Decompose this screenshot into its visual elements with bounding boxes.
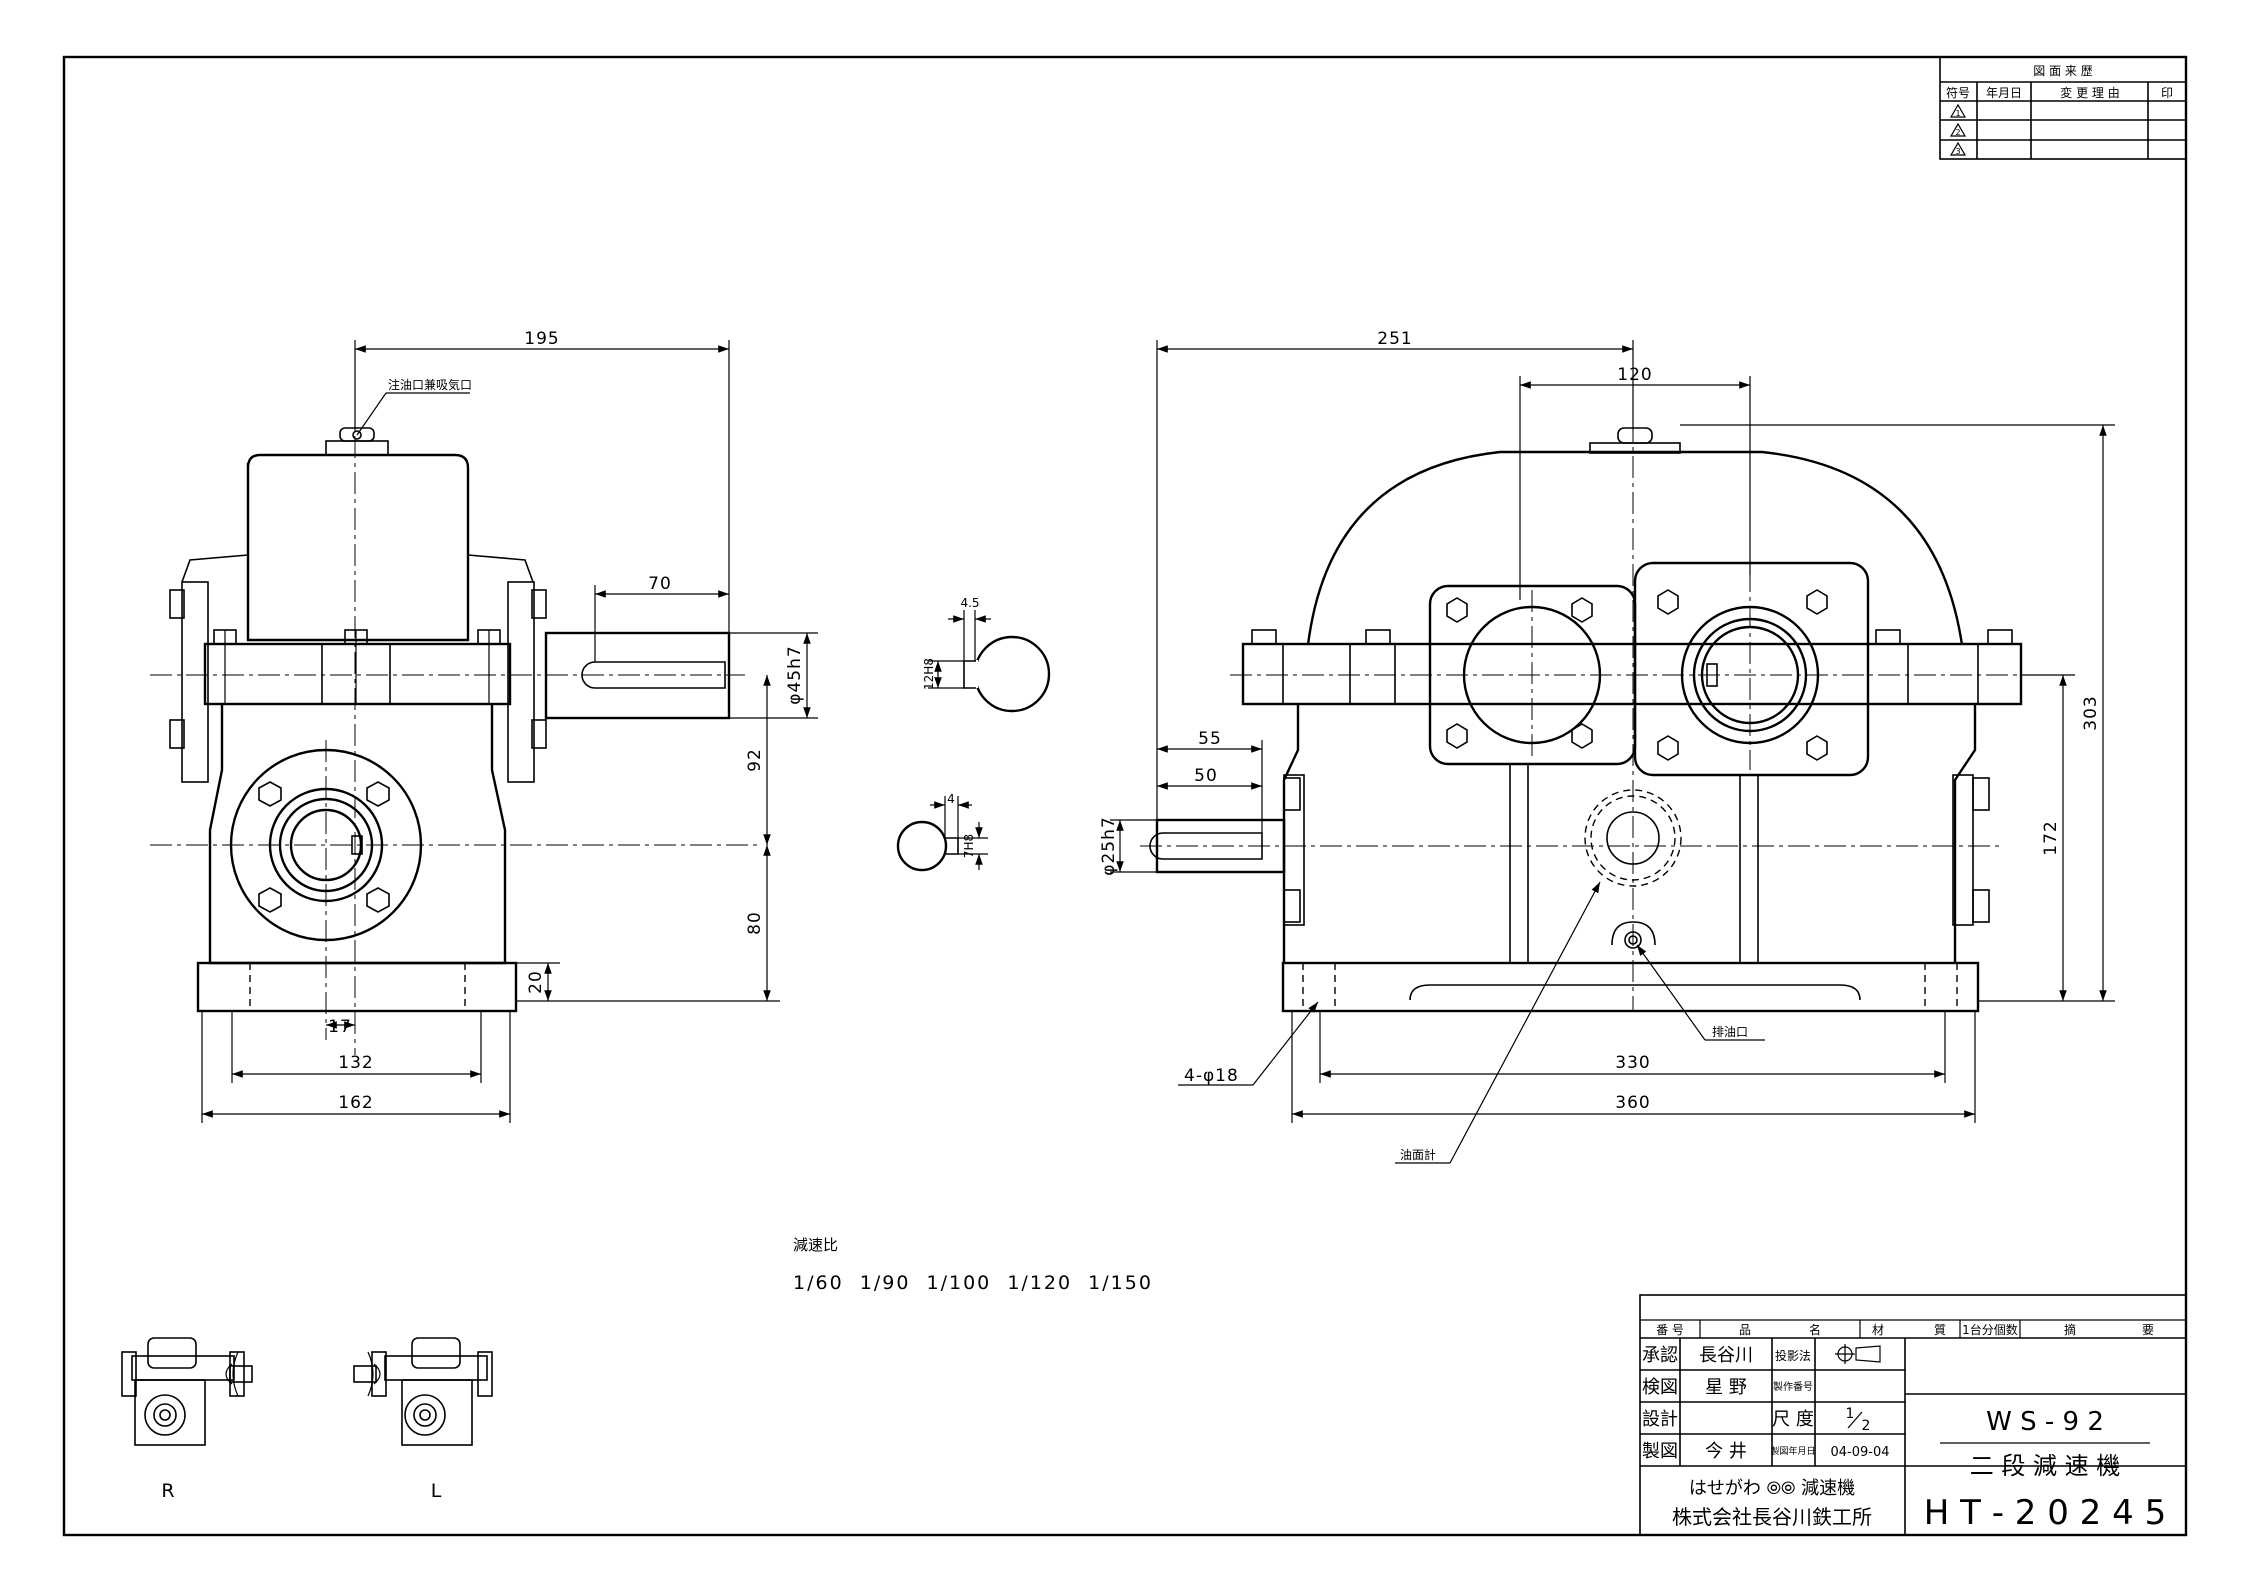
company-name: 株式会社長谷川鉄工所 [1672, 1505, 1872, 1529]
label-projection: 投影法 [1775, 1348, 1811, 1363]
parts-header-note-1: 摘 [2064, 1322, 2076, 1337]
dim-55: 55 [1198, 729, 1222, 749]
drawing-frame [62, 55, 2188, 1537]
dim-132: 132 [338, 1053, 373, 1073]
revision-header-date: 年月日 [1986, 86, 2022, 100]
side-view [1140, 420, 2035, 1013]
parts-header-material-1: 材 [1872, 1323, 1884, 1337]
dim-20: 20 [526, 970, 546, 994]
dim-d45h7: φ45h7 [785, 645, 805, 704]
front-dimensions: 195 70 φ45h7 92 80 20 17 132 162 注油口兼吸気口 [201, 329, 818, 1123]
label-drawn: 製図 [1642, 1441, 1678, 1462]
dim-keyway-4-5: 4.5 [960, 596, 979, 610]
value-check: 星 野 [1705, 1377, 1747, 1398]
keyway-section-large: 4.5 12H8 [922, 596, 1051, 713]
dim-keyway-12h8: 12H8 [922, 658, 936, 690]
model-number: W S - 9 2 [1986, 1407, 2104, 1437]
label-scale: 尺 度 [1772, 1409, 1814, 1430]
parts-header-note-2: 要 [2142, 1323, 2154, 1337]
dim-keyway-4: 4 [947, 792, 955, 806]
reduction-label: 減速比 [793, 1236, 838, 1254]
dim-50: 50 [1194, 766, 1218, 786]
projection-symbol-icon [1835, 1344, 1881, 1364]
label-date: 製図年月日 [1770, 1445, 1815, 1457]
revision-header-seal: 印 [2161, 86, 2173, 100]
label-oil-gauge: 油面計 [1400, 1147, 1436, 1162]
reduction-values: 1/60 1/90 1/100 1/120 1/150 [793, 1272, 1153, 1294]
value-date: 04-09-04 [1830, 1445, 1889, 1460]
value-approve: 長谷川 [1699, 1345, 1753, 1366]
dim-80: 80 [745, 911, 765, 935]
label-design: 設計 [1642, 1409, 1678, 1430]
revision-title: 図 面 来 歴 [2033, 64, 2092, 78]
dim-172: 172 [2041, 820, 2061, 855]
label-oil-drain: 排油口 [1712, 1025, 1748, 1039]
mount-icon-l: L [353, 1337, 493, 1502]
dim-keyway-7h8: 7H8 [962, 834, 976, 858]
parts-header-number: 番 号 [1656, 1323, 1684, 1337]
revision-header-reason: 変 更 理 由 [2060, 85, 2119, 100]
value-scale-num: 1 [1846, 1406, 1855, 1422]
dim-162: 162 [338, 1093, 373, 1113]
drawing-number: H T - 2 0 2 4 5 [1924, 1493, 2166, 1533]
dim-303: 303 [2081, 695, 2101, 730]
label-mount-holes: 4-φ18 [1184, 1066, 1239, 1086]
value-scale-den: 2 [1862, 1418, 1871, 1434]
dim-120: 120 [1617, 365, 1652, 385]
parts-header-material-2: 質 [1934, 1322, 1946, 1337]
revision-marks: 1 2 3 [1949, 103, 1967, 156]
revision-table: 図 面 来 歴 符号 年月日 変 更 理 由 印 1 2 3 [1939, 56, 2187, 160]
parts-header-qty: 1台分個数 [1962, 1322, 2018, 1337]
front-view [150, 400, 760, 1055]
label-check: 検図 [1642, 1377, 1678, 1398]
parts-header-name-1: 品 [1739, 1323, 1751, 1337]
mount-label-l: L [431, 1480, 442, 1502]
label-approve: 承認 [1642, 1345, 1678, 1366]
title-block: 番 号 品 名 材 質 1台分個数 摘 要 承認 長谷川 検図 星 野 設計 製… [1639, 1294, 2187, 1536]
dim-360: 360 [1615, 1093, 1650, 1113]
brand-name: はせがわ ⦾⦾ 減速機 [1689, 1478, 1855, 1499]
dim-92: 92 [745, 748, 765, 772]
revision-mark-2: 2 [1955, 128, 1960, 137]
dim-d25h7: φ25h7 [1099, 816, 1119, 875]
dim-330: 330 [1615, 1053, 1650, 1073]
mount-icon-r: R [121, 1337, 253, 1502]
revision-header-sign: 符号 [1946, 85, 1970, 100]
side-dimensions: 251 120 303 172 55 50 φ25h7 330 360 4-φ1 [1099, 329, 2115, 1164]
parts-header-name-2: 名 [1809, 1322, 1821, 1337]
product-name: 二 段 減 速 機 [1970, 1452, 2121, 1480]
dim-70: 70 [648, 574, 672, 594]
value-drawn: 今 井 [1705, 1441, 1747, 1462]
mount-label-r: R [161, 1480, 174, 1502]
dim-17: 17 [328, 1017, 352, 1037]
label-oil-fill: 注油口兼吸気口 [388, 377, 472, 392]
revision-mark-3: 3 [1955, 147, 1960, 156]
dim-251: 251 [1377, 329, 1412, 349]
dim-195: 195 [524, 329, 559, 349]
keyway-section-small: 4 7H8 [896, 792, 988, 872]
revision-mark-1: 1 [1955, 109, 1960, 118]
label-serial: 製作番号 [1773, 1380, 1813, 1393]
